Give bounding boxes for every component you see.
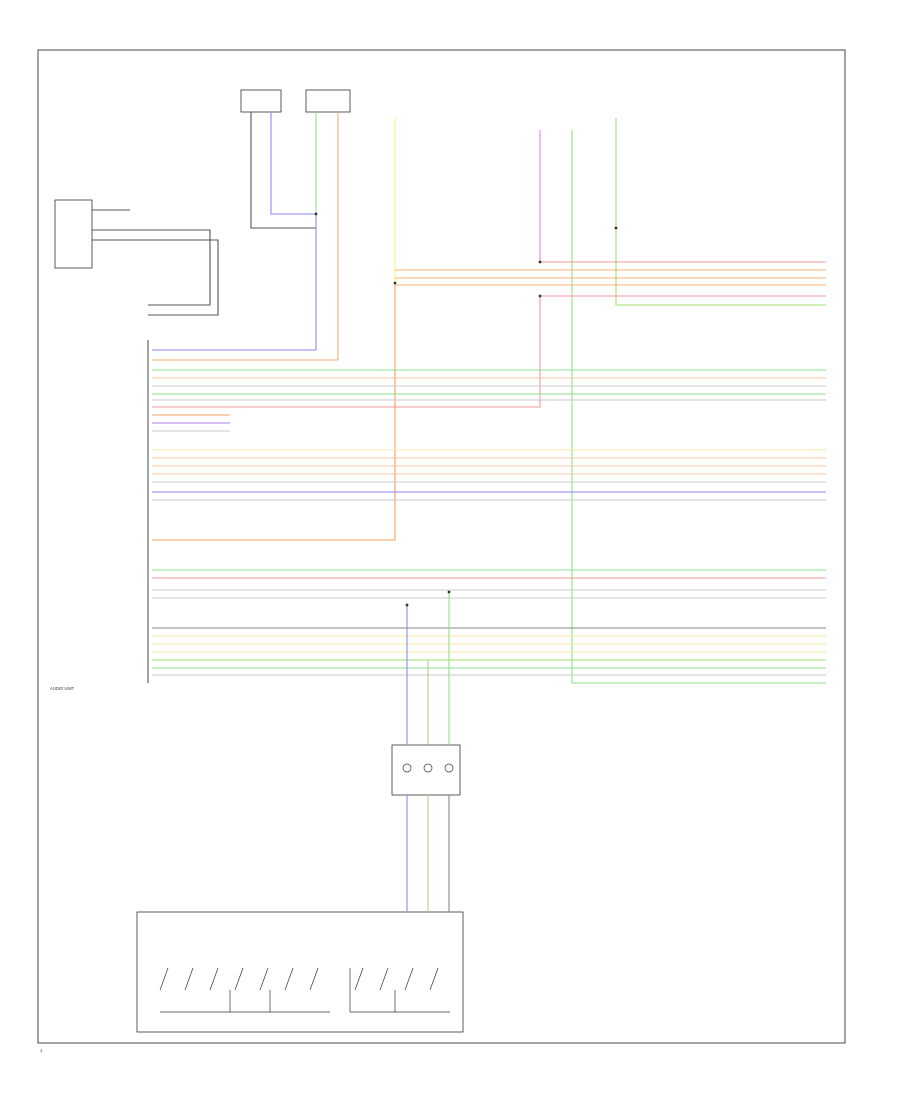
wire-lime-right	[615, 118, 826, 306]
clock-spring	[391, 744, 461, 796]
clock-spring-pin-2	[423, 763, 433, 773]
left-speaker-connector	[240, 89, 282, 113]
splice-points	[314, 212, 618, 607]
audio-unit-label: AUDIO UNIT	[50, 686, 75, 691]
front-speaker-connector	[305, 89, 351, 113]
clock-spring-pin-1	[402, 763, 412, 773]
page-number: 1	[40, 1048, 43, 1053]
steering-audio-switch-box	[136, 911, 464, 1033]
switch-array	[159, 967, 450, 1013]
wire-green-long	[571, 130, 826, 684]
wire-left-speaker-blue	[152, 112, 317, 351]
wire-orange-amp	[152, 283, 396, 541]
wire-front-speaker-orange	[152, 112, 339, 361]
audio-unit-rows	[152, 369, 826, 676]
antenna-module	[54, 199, 93, 269]
wire-antenna-3	[92, 239, 219, 316]
wire-antenna-2	[92, 229, 211, 306]
wire-left-speaker-black	[250, 112, 316, 229]
diagram-frame	[37, 49, 846, 1044]
wire-red-down	[152, 296, 541, 408]
clock-spring-pin-3	[444, 763, 454, 773]
